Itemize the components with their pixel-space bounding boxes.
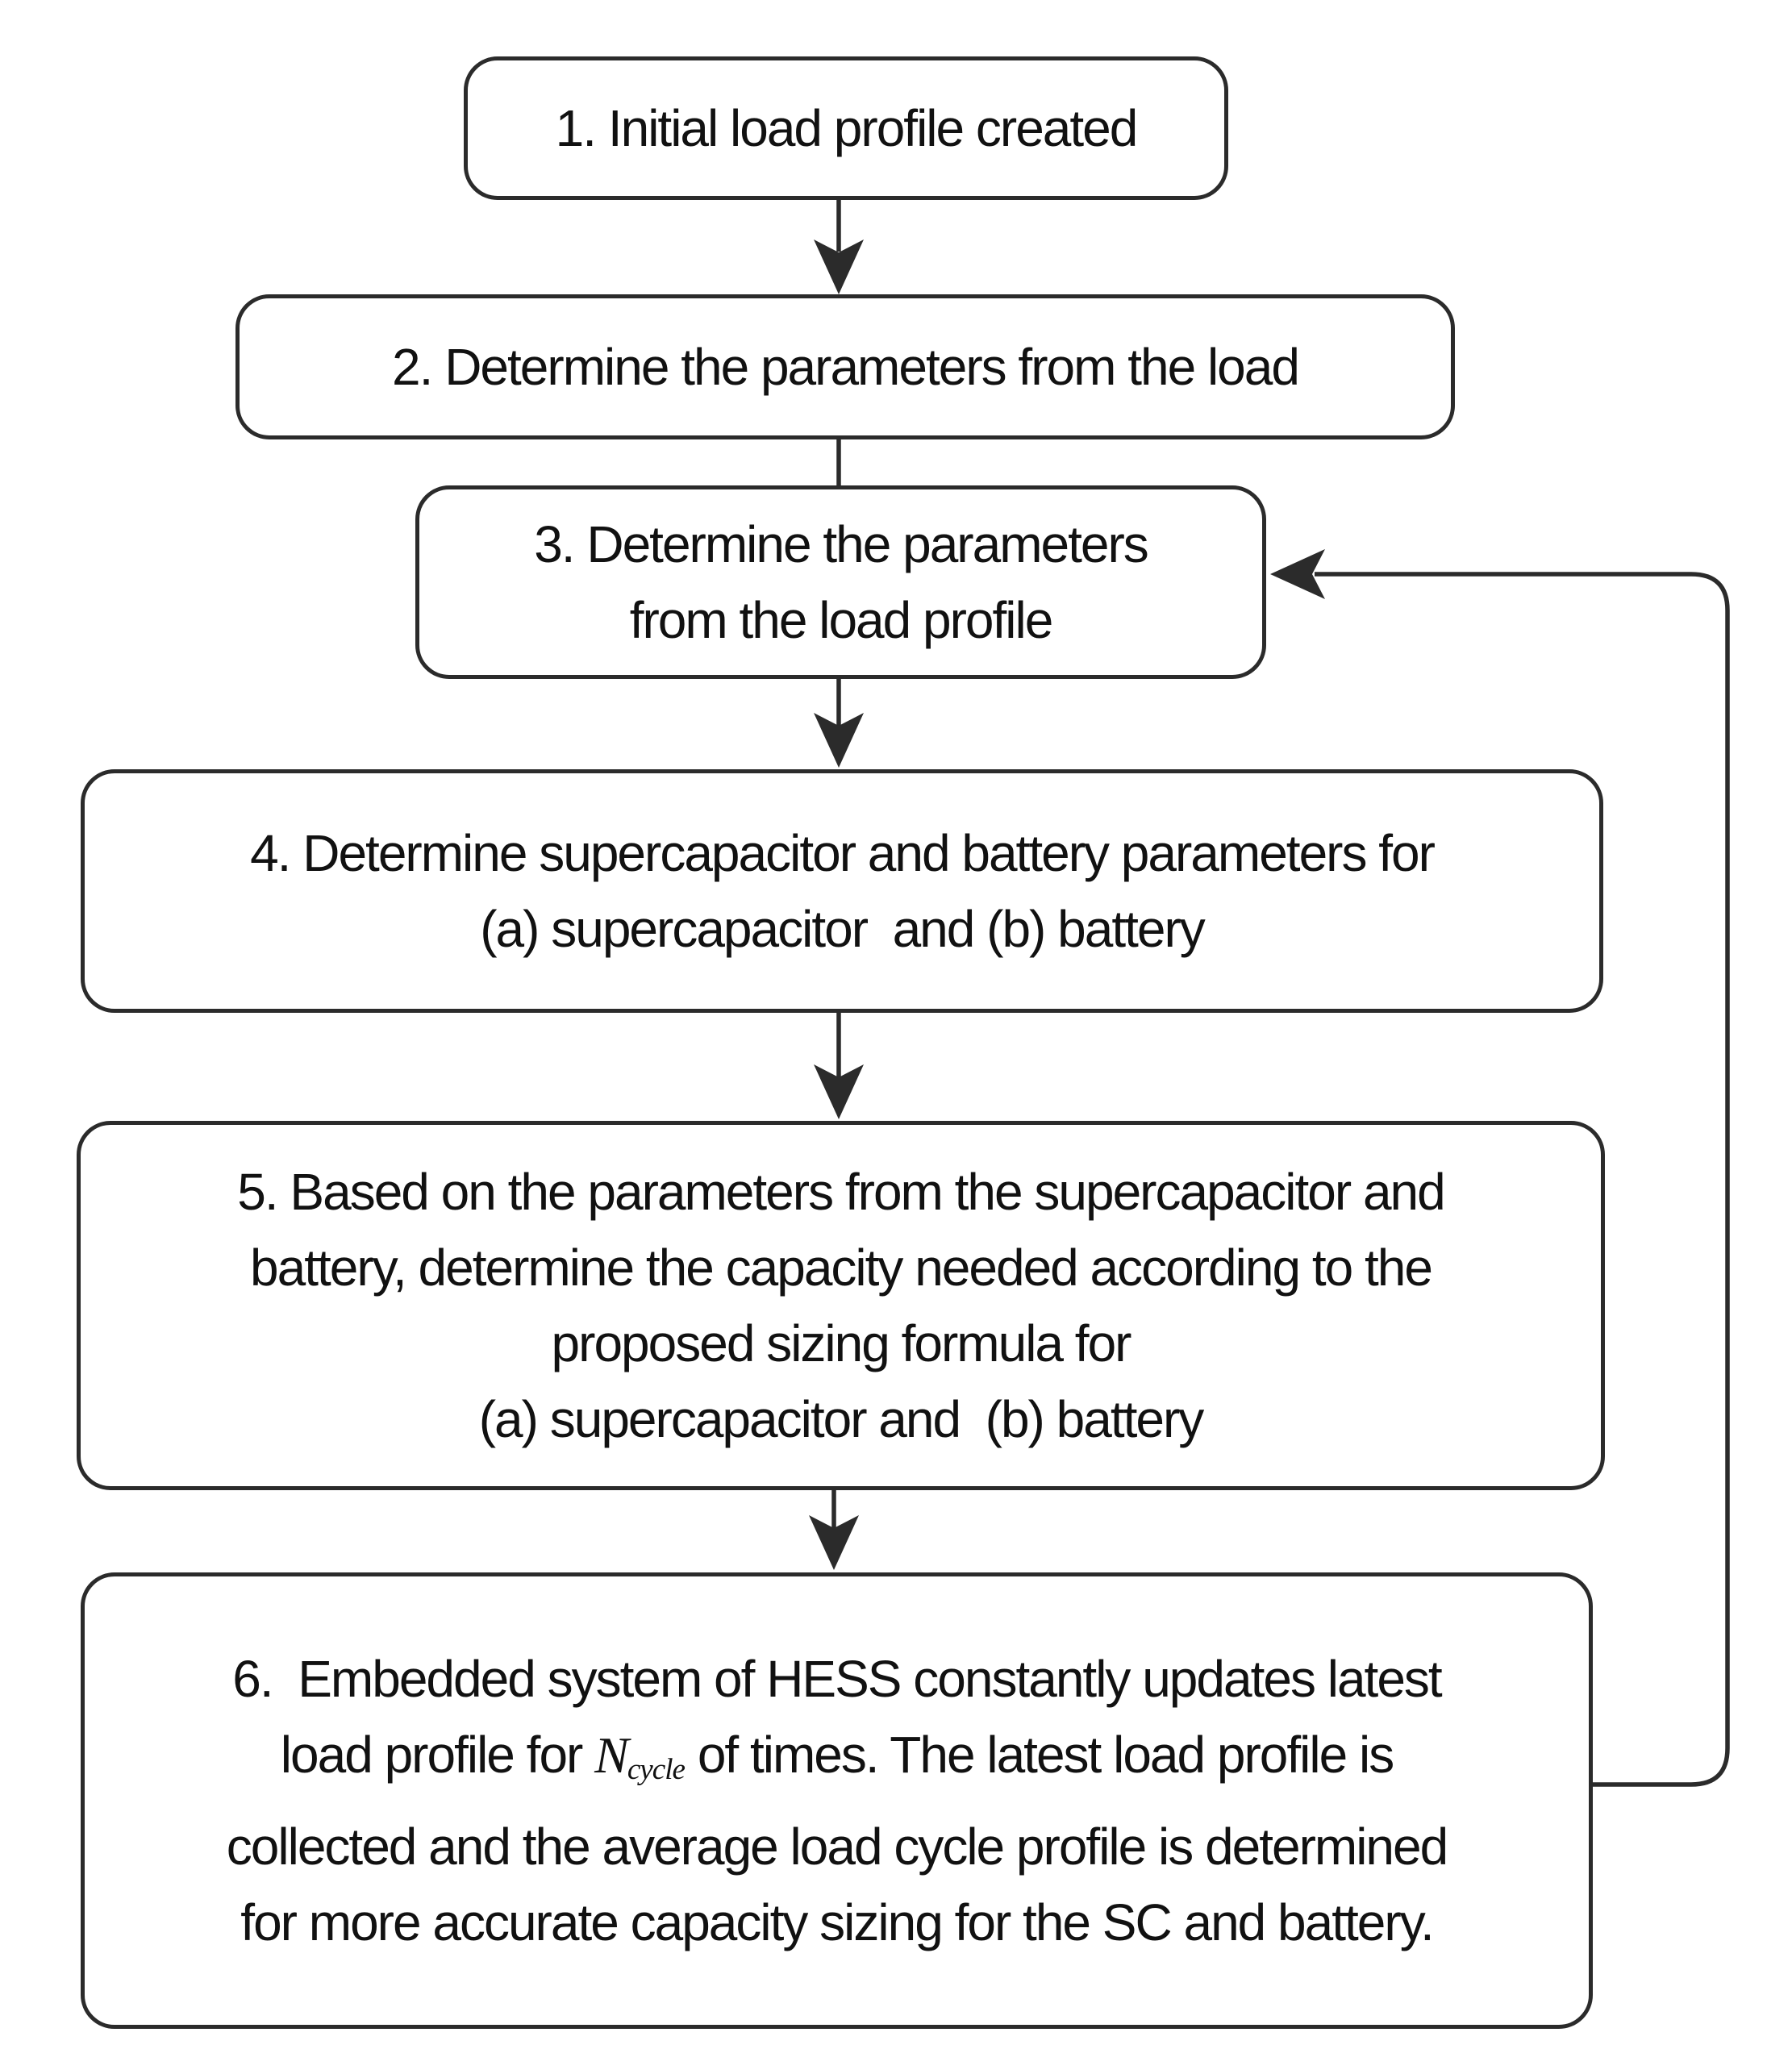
step-text-with-variable: load profile for Ncycle of times. The la… (280, 1717, 1394, 1808)
step-text: 2. Determine the parameters from the loa… (392, 338, 1300, 396)
step-text: battery, determine the capacity needed a… (250, 1239, 1433, 1297)
flow-step-6: 6. Embedded system of HESS constantly up… (81, 1572, 1593, 2029)
step-text: 6. Embedded system of HESS constantly up… (232, 1650, 1442, 1709)
arrowhead-down-icon (814, 239, 864, 294)
step-text: collected and the average load cycle pro… (226, 1817, 1448, 1876)
step-text: (a) supercapacitor and (b) battery (478, 1390, 1205, 1448)
step-text: 1. Initial load profile created (555, 99, 1139, 157)
flow-step-5: 5. Based on the parameters from the supe… (77, 1121, 1605, 1490)
arrowhead-down-icon (814, 713, 864, 768)
arrowhead-down-icon (809, 1515, 859, 1570)
flow-step-2: 2. Determine the parameters from the loa… (235, 294, 1455, 439)
arrowhead-left-icon (1270, 549, 1325, 599)
arrowhead-down-icon (814, 1064, 864, 1119)
step-text: (a) supercapacitor and (b) battery (480, 900, 1206, 958)
step-text: 4. Determine supercapacitor and battery … (250, 824, 1436, 882)
step-text: 5. Based on the parameters from the supe… (237, 1163, 1445, 1221)
flow-step-4: 4. Determine supercapacitor and battery … (81, 769, 1603, 1013)
n-cycle-subscript: cycle (627, 1753, 686, 1787)
step-text: 3. Determine the parameters (534, 515, 1149, 573)
flow-step-1: 1. Initial load profile created (464, 56, 1228, 200)
n-cycle-variable: N (594, 1726, 629, 1785)
flow-step-3: 3. Determine the parameters from the loa… (415, 485, 1266, 679)
step-text: of times. The latest load profile is (685, 1726, 1394, 1785)
step-text: from the load profile (629, 591, 1054, 649)
step-text: proposed sizing formula for (551, 1314, 1132, 1372)
step-text: load profile for (280, 1726, 595, 1785)
step-text: for more accurate capacity sizing for th… (240, 1893, 1434, 1951)
